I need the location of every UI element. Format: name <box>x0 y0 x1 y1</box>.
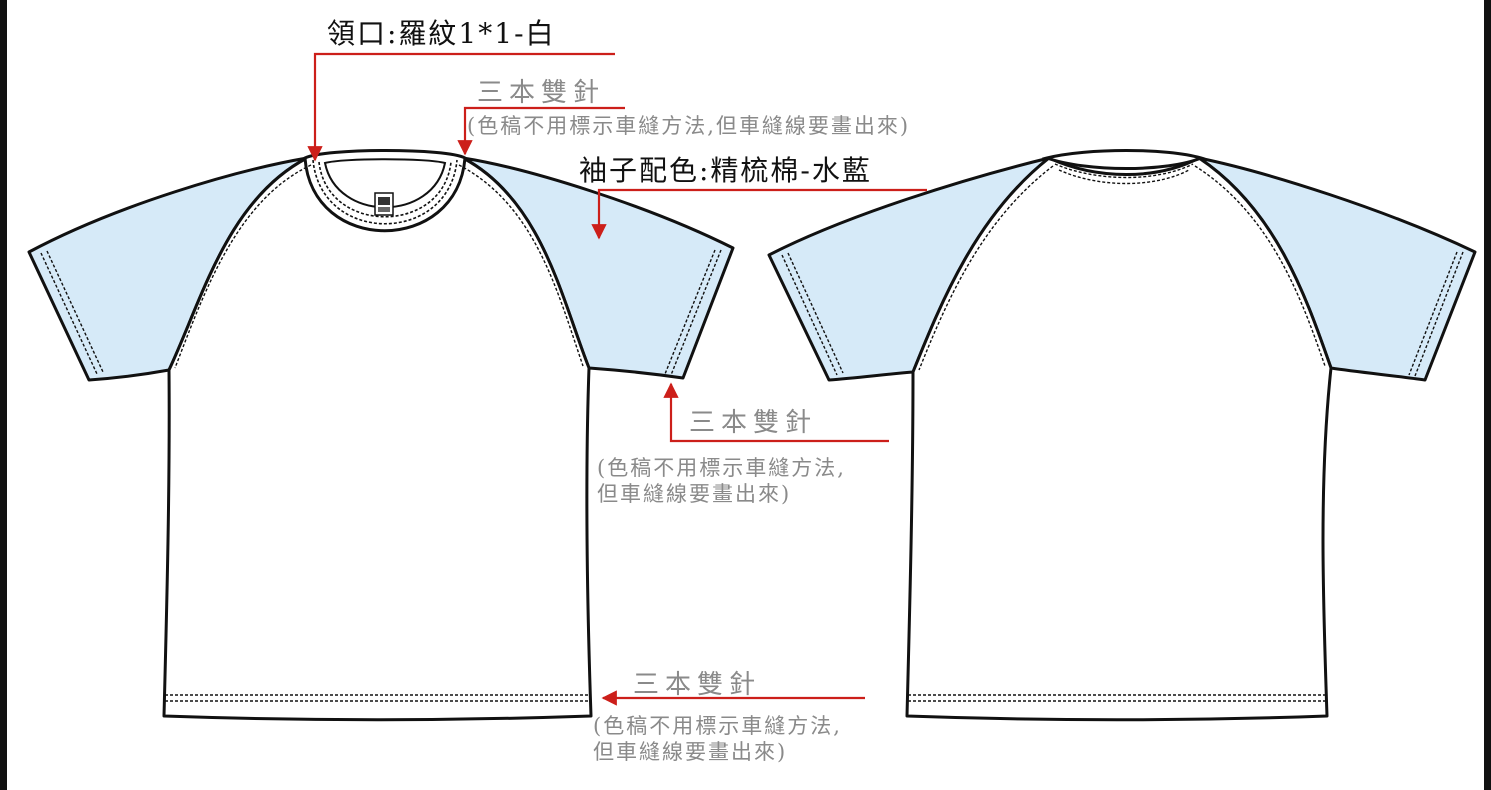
annotation-leaders <box>307 52 927 706</box>
back-body <box>905 156 1333 722</box>
armhole-stitch-title: 三本雙針 <box>689 408 818 438</box>
armhole-leader <box>663 382 889 443</box>
sleeve-color-annotation: 袖子配色:精梳棉-水藍 <box>579 154 872 187</box>
collar-annotation: 領口:羅紋1*1-白 <box>327 17 556 50</box>
shoulder-leader <box>457 106 625 156</box>
shoulder-stitch-title: 三本雙針 <box>477 78 606 108</box>
collar-leader <box>307 52 615 162</box>
armhole-stitch-note-line2: 但車縫線要畫出來) <box>597 482 792 506</box>
back-view <box>767 149 1477 722</box>
sleeve-color-leader <box>591 188 927 240</box>
armhole-stitch-note-line1: (色稿不用標示車縫方法, <box>597 456 846 480</box>
shoulder-stitch-note: (色稿不用標示車縫方法,但車縫線要畫出來) <box>467 114 911 138</box>
front-view <box>27 149 735 722</box>
garment-drawing <box>27 52 1477 722</box>
hem-stitch-title: 三本雙針 <box>633 670 762 700</box>
hem-stitch-note-line2: 但車縫線要畫出來) <box>593 740 788 764</box>
hem-stitch-note-line1: (色稿不用標示車縫方法, <box>593 714 842 738</box>
front-body <box>162 156 593 722</box>
back-collar-rib <box>1041 149 1206 170</box>
